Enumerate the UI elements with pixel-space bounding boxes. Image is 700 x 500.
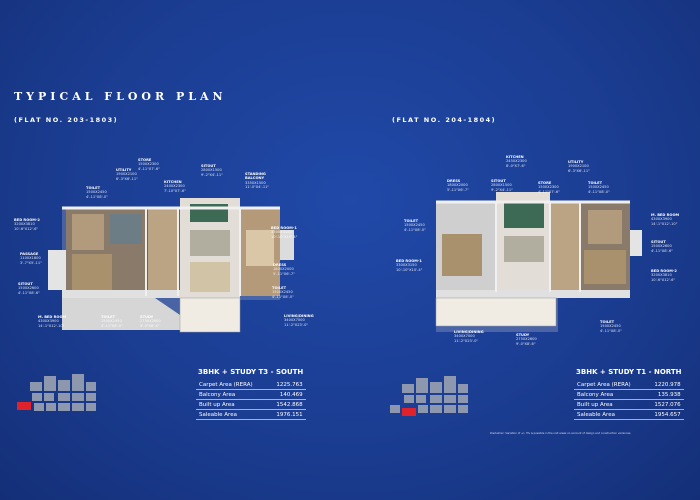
- key-plan-south: [17, 374, 96, 411]
- unit-type-heading-south: 3BHK + STUDY T3 - SOUTH: [198, 368, 304, 376]
- table-row: Carpet Area (RERA)1220.978: [574, 380, 684, 390]
- disclaimer-footnote: Disclaimer: Variation of +/- 3% is possi…: [490, 432, 632, 435]
- unit-type-heading-north: 3BHK + STUDY T1 - NORTH: [576, 368, 682, 376]
- page-title: TYPICAL FLOOR PLAN: [14, 90, 227, 103]
- key-plan-north: [390, 376, 468, 416]
- flat-number-right: (FLAT NO. 204-1804): [392, 116, 497, 124]
- floor-plan-south: [48, 198, 294, 333]
- table-row: Carpet Area (RERA)1225.763: [196, 380, 306, 390]
- floor-plan-north: [435, 192, 642, 332]
- flat-number-left: (FLAT NO. 203-1803): [14, 116, 119, 124]
